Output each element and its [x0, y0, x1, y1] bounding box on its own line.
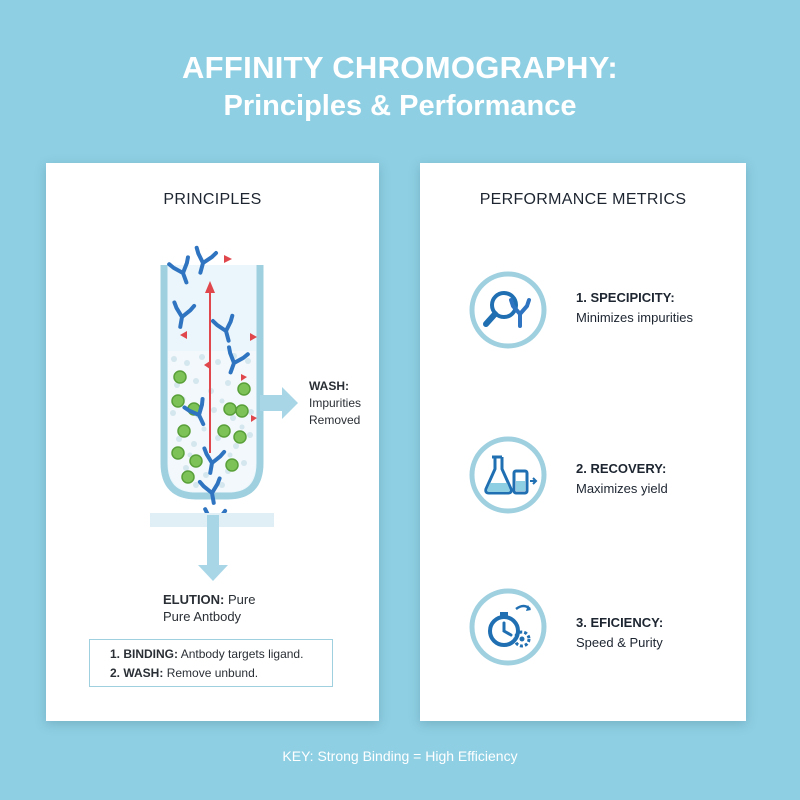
metric-recovery: 2. RECOVERY: Maximizes yield	[576, 459, 668, 499]
metric-specificity-desc: Minimizes impurities	[576, 310, 694, 325]
flask-beaker-icon	[469, 436, 547, 514]
metric-recovery-desc: Maximizes yield	[576, 481, 668, 496]
metric-efficiency-desc: Speed & Purity	[576, 635, 663, 650]
magnifier-antibody-icon	[469, 271, 547, 349]
flow-arrow-up	[205, 281, 215, 453]
steps-box: 1. BINDING: Antbody targets ligand. 2. W…	[89, 639, 333, 687]
performance-panel: PERFORMANCE METRICS 1. SPECIPICITY: Mini…	[420, 163, 746, 721]
principles-panel: PRINCIPLES	[46, 163, 379, 721]
metric-efficiency-title: 3. EFICIENCY:	[576, 615, 664, 630]
metric-recovery-title: 2. RECOVERY:	[576, 461, 667, 476]
impurity-markers	[180, 255, 257, 422]
footer-key: KEY: Strong Binding = High Efficiency	[282, 748, 518, 764]
elution-label: ELUTION: Pure Pure Antbody	[163, 592, 256, 624]
stopwatch-gear-icon	[469, 588, 547, 666]
step-wash: 2. WASH: Remove unbund.	[110, 666, 259, 680]
metric-specificity: 1. SPECIPICITY: Minimizes impurities	[576, 288, 693, 328]
elution-arrow	[198, 515, 228, 581]
wash-label: WASH: Impurities Removed	[309, 379, 362, 427]
page-title-line2: Principles & Performance	[223, 90, 577, 122]
wash-arrow	[260, 387, 298, 419]
metric-specificity-title: 1. SPECIPICITY:	[576, 290, 675, 305]
performance-heading: PERFORMANCE METRICS	[479, 191, 687, 208]
principles-heading: PRINCIPLES	[163, 191, 262, 208]
chromatography-column-diagram	[150, 245, 298, 581]
metric-efficiency: 3. EFICIENCY: Speed & Purity	[576, 613, 663, 653]
page-title-line1: AFFINITY CHROMOGRAPHY:	[182, 50, 618, 85]
step-binding: 1. BINDING: Antbody targets ligand.	[110, 647, 304, 661]
